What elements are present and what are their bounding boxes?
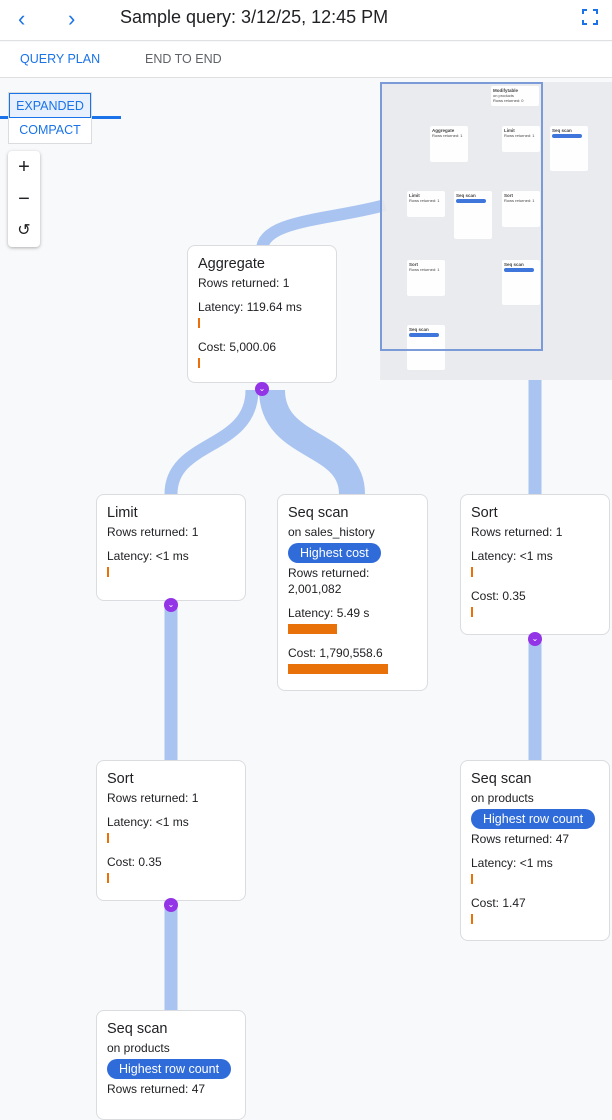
node-latency: Latency: <1 ms (107, 549, 189, 563)
compact-button[interactable]: COMPACT (19, 123, 81, 137)
node-table: on products (107, 1041, 170, 1055)
edge-aggregate-limit (164, 389, 259, 495)
node-rows: Rows returned: 1 (107, 791, 199, 805)
plan-node-seq-scan-products[interactable]: Seq scan on products Highest row count R… (460, 760, 610, 941)
plan-node-sort[interactable]: Sort Rows returned: 1 Latency: <1 ms Cos… (460, 494, 610, 635)
minimap-node: Seq scan (407, 325, 445, 370)
node-title: Limit (107, 505, 138, 521)
node-title: Sort (471, 505, 498, 521)
chevron-down-icon[interactable]: ⌄ (528, 632, 542, 646)
node-cost: Cost: 0.35 (471, 589, 526, 603)
node-table: on sales_history (288, 525, 375, 539)
cost-bar (471, 914, 473, 924)
edge-aggregate-parent (256, 199, 387, 252)
latency-bar (471, 874, 473, 884)
latency-bar (107, 833, 109, 843)
reset-zoom-button[interactable]: ↺ (17, 222, 31, 239)
node-rows: Rows returned: 1 (198, 276, 290, 290)
highest-cost-badge: Highest cost (288, 543, 381, 563)
plan-node-limit[interactable]: Limit Rows returned: 1 Latency: <1 ms (96, 494, 246, 601)
node-rows: Rows returned: (288, 566, 370, 580)
node-rows: Rows returned: 47 (107, 1082, 206, 1096)
cost-bar (198, 358, 200, 368)
plan-node-sort[interactable]: Sort Rows returned: 1 Latency: <1 ms Cos… (96, 760, 246, 901)
minimap-node: Seq scan (502, 260, 540, 305)
node-latency: Latency: 5.49 s (288, 606, 370, 620)
plan-node-aggregate[interactable]: Aggregate Rows returned: 1 Latency: 119.… (187, 245, 337, 383)
latency-bar (198, 318, 200, 328)
node-title: Aggregate (198, 256, 265, 272)
node-latency: Latency: <1 ms (471, 549, 553, 563)
chevron-right-icon[interactable]: › (68, 6, 76, 31)
chevron-left-icon[interactable]: ‹ (18, 6, 26, 31)
cost-bar (471, 607, 473, 617)
chevron-down-icon[interactable]: ⌄ (164, 598, 178, 612)
chevron-down-icon[interactable]: ⌄ (255, 382, 269, 396)
zoom-controls: + − ↺ (8, 151, 40, 247)
node-rows: Rows returned: 47 (471, 832, 570, 846)
node-latency: Latency: <1 ms (471, 856, 553, 870)
node-title: Seq scan (107, 1021, 168, 1037)
zoom-out-button[interactable]: − (18, 188, 30, 210)
expanded-button[interactable]: EXPANDED (9, 93, 91, 118)
plan-node-seq-scan-sales-history[interactable]: Seq scan on sales_history Highest cost R… (277, 494, 428, 691)
page-title: Sample query: 3/12/25, 12:45 PM (120, 7, 389, 27)
plan-node-seq-scan-products[interactable]: Seq scan on products Highest row count R… (96, 1010, 246, 1120)
header: ‹ › Sample query: 3/12/25, 12:45 PM (0, 0, 612, 41)
node-cost: Cost: 1,790,558.6 (288, 646, 383, 660)
node-latency: Latency: 119.64 ms (198, 300, 302, 314)
node-title: Sort (107, 771, 134, 787)
node-table: on products (471, 791, 534, 805)
node-rows: Rows returned: 1 (107, 525, 199, 539)
edge-aggregate-seqscan (259, 388, 365, 496)
minimap-viewport[interactable] (380, 82, 543, 351)
node-cost: Cost: 0.35 (107, 855, 162, 869)
node-rows: Rows returned: 1 (471, 525, 563, 539)
chevron-down-icon[interactable]: ⌄ (164, 898, 178, 912)
tab-query-plan[interactable]: QUERY PLAN (20, 52, 101, 66)
latency-bar (107, 567, 109, 577)
latency-bar (288, 624, 337, 634)
node-rows-value: 2,001,082 (288, 582, 342, 596)
cost-bar (107, 873, 109, 883)
node-cost: Cost: 1.47 (471, 896, 526, 910)
view-toggle: EXPANDED COMPACT (8, 92, 92, 144)
node-latency: Latency: <1 ms (107, 815, 189, 829)
minimap-node: Seq scan (550, 126, 588, 171)
highest-row-count-badge: Highest row count (107, 1059, 232, 1079)
latency-bar (471, 567, 473, 577)
highest-row-count-badge: Highest row count (471, 809, 596, 829)
node-cost: Cost: 5,000.06 (198, 340, 277, 354)
minimap-node: Seq scan (454, 191, 492, 239)
tab-end-to-end[interactable]: END TO END (145, 52, 222, 66)
fullscreen-icon[interactable] (582, 9, 598, 25)
cost-bar (288, 664, 388, 674)
node-title: Seq scan (471, 771, 532, 787)
node-title: Seq scan (288, 505, 349, 521)
zoom-in-button[interactable]: + (18, 156, 30, 178)
